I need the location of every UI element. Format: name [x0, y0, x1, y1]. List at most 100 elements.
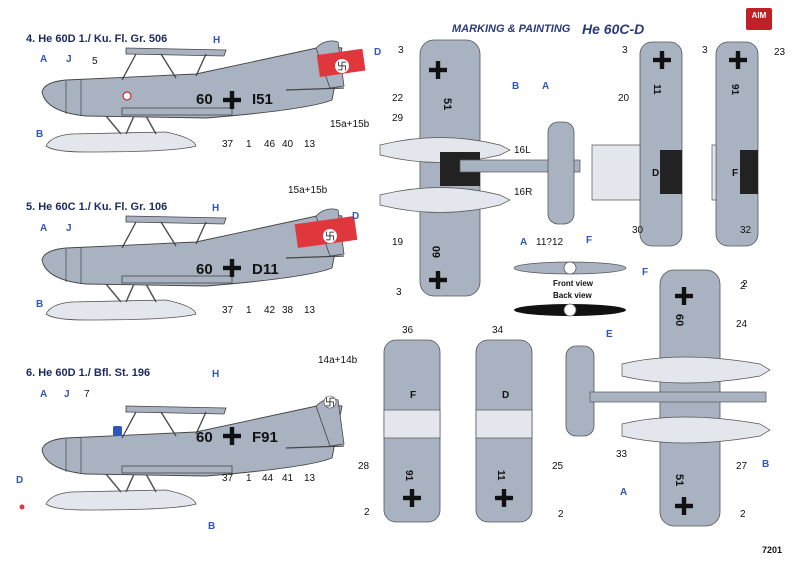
callout-4-37: 37: [222, 139, 234, 150]
svg-text:F: F: [732, 168, 738, 179]
top-label-B: B: [512, 81, 520, 92]
scheme-5-code-left: 60: [196, 261, 213, 278]
side-view-5: 卐: [41, 208, 358, 321]
top-view-variants: 11 D 91 F: [591, 41, 759, 247]
top-label-19: 19: [392, 237, 404, 248]
callout-4-40: 40: [282, 139, 294, 150]
model-title: He 60C-D: [582, 21, 645, 37]
prop-callout-E: E: [606, 329, 613, 340]
prop-callout-11-12: 11?12: [536, 237, 564, 248]
section-title: MARKING & PAINTING: [452, 23, 571, 35]
svg-text:D: D: [502, 390, 509, 401]
callout-4-1: 1: [246, 139, 252, 150]
prop-callout-A: A: [520, 237, 528, 248]
callout-5-38: 38: [282, 305, 294, 316]
top-label-32: 32: [740, 225, 752, 236]
callout-4-13: 13: [304, 139, 316, 150]
top-label-20: 20: [618, 93, 630, 104]
svg-text:11: 11: [495, 470, 506, 481]
callout-5-13: 13: [304, 305, 316, 316]
callout-5-B: B: [36, 299, 44, 310]
bottom-label-36: 36: [402, 325, 414, 336]
svg-text:D: D: [652, 168, 659, 179]
prop-callout-F-top: F: [586, 235, 593, 246]
top-label-30: 30: [632, 225, 644, 236]
bottom-label-2b: 2: [558, 509, 564, 520]
top-label-3d: 3: [702, 45, 708, 56]
top-label-23: 23: [774, 47, 786, 58]
callout-6-B: B: [208, 521, 216, 532]
bottom-label-33: 33: [616, 449, 628, 460]
bottom-view-right: 60 51: [589, 269, 771, 527]
callout-6-D: D: [16, 475, 24, 486]
front-view-label: Front view: [553, 279, 594, 288]
svg-text:91: 91: [403, 470, 414, 482]
callout-6-37: 37: [222, 473, 234, 484]
bottom-label-2c: 2: [740, 281, 746, 292]
top-label-A: A: [542, 81, 550, 92]
svg-text:卐: 卐: [325, 397, 335, 409]
bottom-label-34: 34: [492, 325, 504, 336]
svg-text:91: 91: [729, 84, 740, 96]
callout-5-1: 1: [246, 305, 252, 316]
bottom-label-27: 27: [736, 461, 748, 472]
bottom-label-24: 24: [736, 319, 748, 330]
top-label-16L: 16L: [514, 145, 531, 156]
prop-views: [513, 261, 627, 317]
svg-text:卐: 卐: [325, 231, 335, 243]
scheme-4-code-right: I51: [252, 91, 273, 108]
callout-5-D: D: [352, 211, 360, 222]
brand-logo: AIM: [746, 8, 772, 30]
top-label-29: 29: [392, 113, 404, 124]
callout-6-13: 13: [304, 473, 316, 484]
top-label-3a: 3: [398, 45, 404, 56]
callout-5-H: H: [212, 203, 220, 214]
svg-text:60: 60: [673, 314, 685, 326]
callout-6-41: 41: [282, 473, 294, 484]
top-label-2: 2: [742, 279, 748, 290]
top-label-3b: 3: [396, 287, 402, 298]
callout-5-J: J: [66, 223, 72, 234]
callout-5-42: 42: [264, 305, 276, 316]
callout-6-J: J: [64, 389, 70, 400]
scheme-4-title: 4. He 60D 1./ Ku. Fl. Gr. 506: [26, 33, 168, 45]
side-view-4: 卐: [41, 40, 366, 153]
scheme-5-code-right: D11: [252, 261, 279, 278]
callout-6-1: 1: [246, 473, 252, 484]
top-label-16R: 16R: [514, 187, 533, 198]
back-view-label: Back view: [553, 291, 592, 300]
sheet-number: 7201: [762, 545, 783, 555]
top-label-3c: 3: [622, 45, 628, 56]
scheme-6-code-left: 60: [196, 429, 213, 446]
bottom-label-2a: 2: [364, 507, 370, 518]
callout-6-H: H: [212, 369, 220, 380]
callout-6-A: A: [40, 389, 48, 400]
callout-4-B: B: [36, 129, 44, 140]
svg-text:60: 60: [431, 246, 443, 258]
bottom-label-25: 25: [552, 461, 564, 472]
svg-text:51: 51: [673, 474, 685, 486]
callout-4-46: 46: [264, 139, 276, 150]
scheme-6-title: 6. He 60D 1./ Bfl. St. 196: [26, 367, 151, 379]
scheme-6-code-right: F91: [252, 429, 278, 446]
svg-text:F: F: [410, 390, 416, 401]
callout-6-44: 44: [262, 473, 274, 484]
side-view-6: 卐: [19, 395, 345, 511]
scheme-5-title: 5. He 60C 1./ Ku. Fl. Gr. 106: [26, 201, 168, 213]
svg-text:51: 51: [441, 98, 453, 110]
bottom-label-B: B: [762, 459, 770, 470]
callout-5-A: A: [40, 223, 48, 234]
callout-4-A: A: [40, 54, 48, 65]
top-view-upper: 51 60: [379, 39, 581, 297]
callout-6-7: 7: [84, 389, 90, 400]
scheme-4-code-left: 60: [196, 91, 213, 108]
callout-4-H: H: [213, 35, 221, 46]
logo-text: AIM: [751, 11, 767, 20]
callout-4-5: 5: [92, 56, 98, 67]
callout-4-D: D: [374, 47, 382, 58]
callout-4-J: J: [66, 54, 72, 65]
svg-text:卐: 卐: [337, 61, 347, 73]
callout-6-14ab: 14a+14b: [318, 355, 358, 366]
